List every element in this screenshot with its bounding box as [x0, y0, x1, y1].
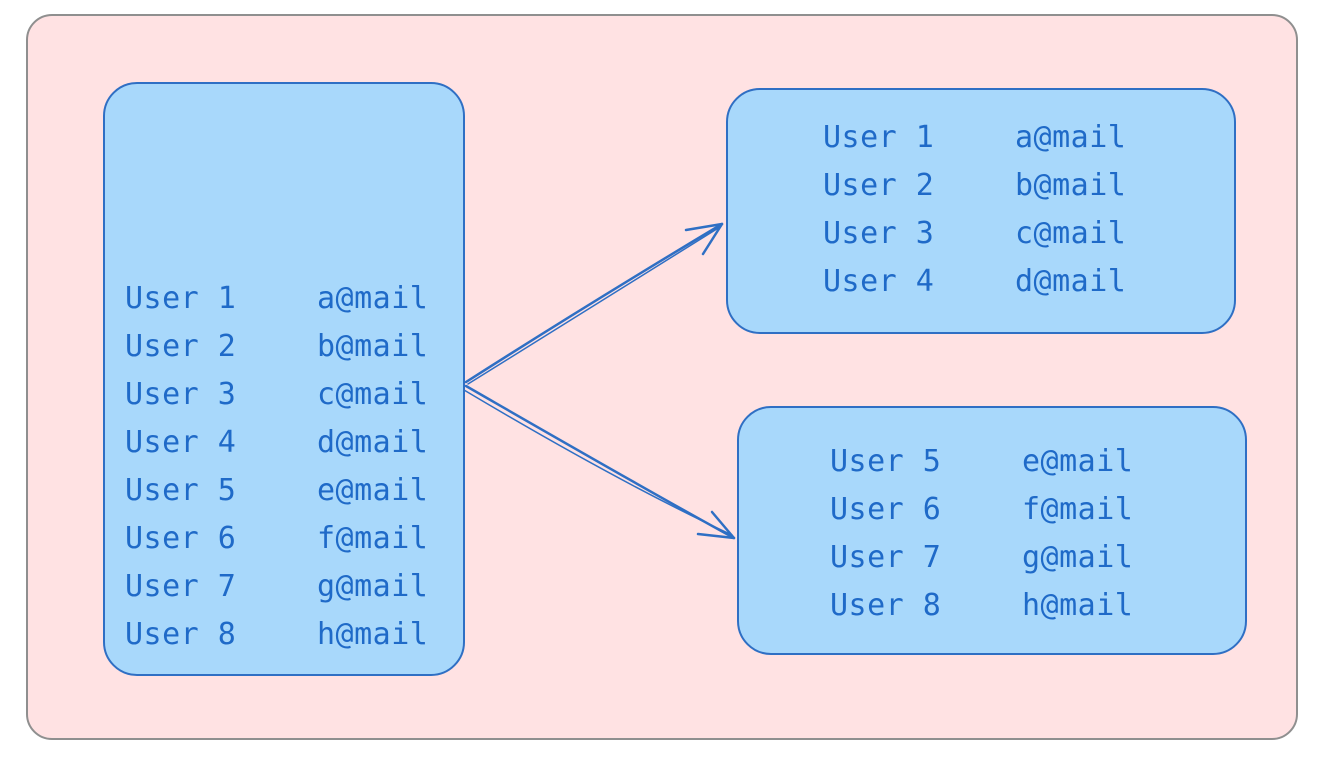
target-table-box-2: User 5 e@mail User 6 f@mail User 7 g@mail U…	[737, 406, 1247, 655]
user-email: e@mail	[1022, 443, 1134, 479]
user-email: h@mail	[1022, 587, 1134, 623]
user-name: User 6	[830, 491, 942, 527]
target-2-row: User 5 e@mail	[830, 437, 1133, 485]
user-email: d@mail	[1015, 263, 1127, 299]
user-name: User 3	[125, 376, 237, 412]
source-row: User 3 c@mail	[125, 370, 428, 418]
user-email: f@mail	[317, 520, 429, 556]
user-name: User 4	[823, 263, 935, 299]
user-email: b@mail	[1015, 167, 1127, 203]
user-email: b@mail	[317, 328, 429, 364]
user-name: User 2	[125, 328, 237, 364]
source-row: User 6 f@mail	[125, 514, 428, 562]
user-email: a@mail	[1015, 119, 1127, 155]
target-1-row: User 1 a@mail	[823, 113, 1126, 161]
user-name: User 1	[823, 119, 935, 155]
target-2-row: User 7 g@mail	[830, 533, 1133, 581]
target-1-row: User 4 d@mail	[823, 257, 1126, 305]
target-table-box-1: User 1 a@mail User 2 b@mail User 3 c@mail U…	[726, 88, 1236, 334]
user-email: c@mail	[317, 376, 429, 412]
user-email: g@mail	[317, 568, 429, 604]
source-row: User 1 a@mail	[125, 274, 428, 322]
source-row: User 8 h@mail	[125, 610, 428, 658]
source-row: User 5 e@mail	[125, 466, 428, 514]
user-name: User 4	[125, 424, 237, 460]
user-email: c@mail	[1015, 215, 1127, 251]
user-email: d@mail	[317, 424, 429, 460]
user-email: e@mail	[317, 472, 429, 508]
target-2-row: User 6 f@mail	[830, 485, 1133, 533]
user-name: User 2	[823, 167, 935, 203]
target-1-row: User 2 b@mail	[823, 161, 1126, 209]
source-row: User 7 g@mail	[125, 562, 428, 610]
user-name: User 5	[125, 472, 237, 508]
user-name: User 3	[823, 215, 935, 251]
source-rows: User 1 a@mail User 2 b@mail User 3 c@mail U…	[125, 274, 428, 658]
target-2-rows: User 5 e@mail User 6 f@mail User 7 g@mail U…	[830, 437, 1133, 629]
user-name: User 1	[125, 280, 237, 316]
target-2-row: User 8 h@mail	[830, 581, 1133, 629]
user-name: User 6	[125, 520, 237, 556]
user-name: User 5	[830, 443, 942, 479]
user-name: User 7	[125, 568, 237, 604]
source-row: User 2 b@mail	[125, 322, 428, 370]
target-1-row: User 3 c@mail	[823, 209, 1126, 257]
user-name: User 7	[830, 539, 942, 575]
user-email: f@mail	[1022, 491, 1134, 527]
source-table-box: User 1 a@mail User 2 b@mail User 3 c@mail U…	[103, 82, 465, 676]
target-1-rows: User 1 a@mail User 2 b@mail User 3 c@mail U…	[823, 113, 1126, 305]
user-email: g@mail	[1022, 539, 1134, 575]
user-name: User 8	[830, 587, 942, 623]
source-row: User 4 d@mail	[125, 418, 428, 466]
user-email: h@mail	[317, 616, 429, 652]
user-email: a@mail	[317, 280, 429, 316]
user-name: User 8	[125, 616, 237, 652]
